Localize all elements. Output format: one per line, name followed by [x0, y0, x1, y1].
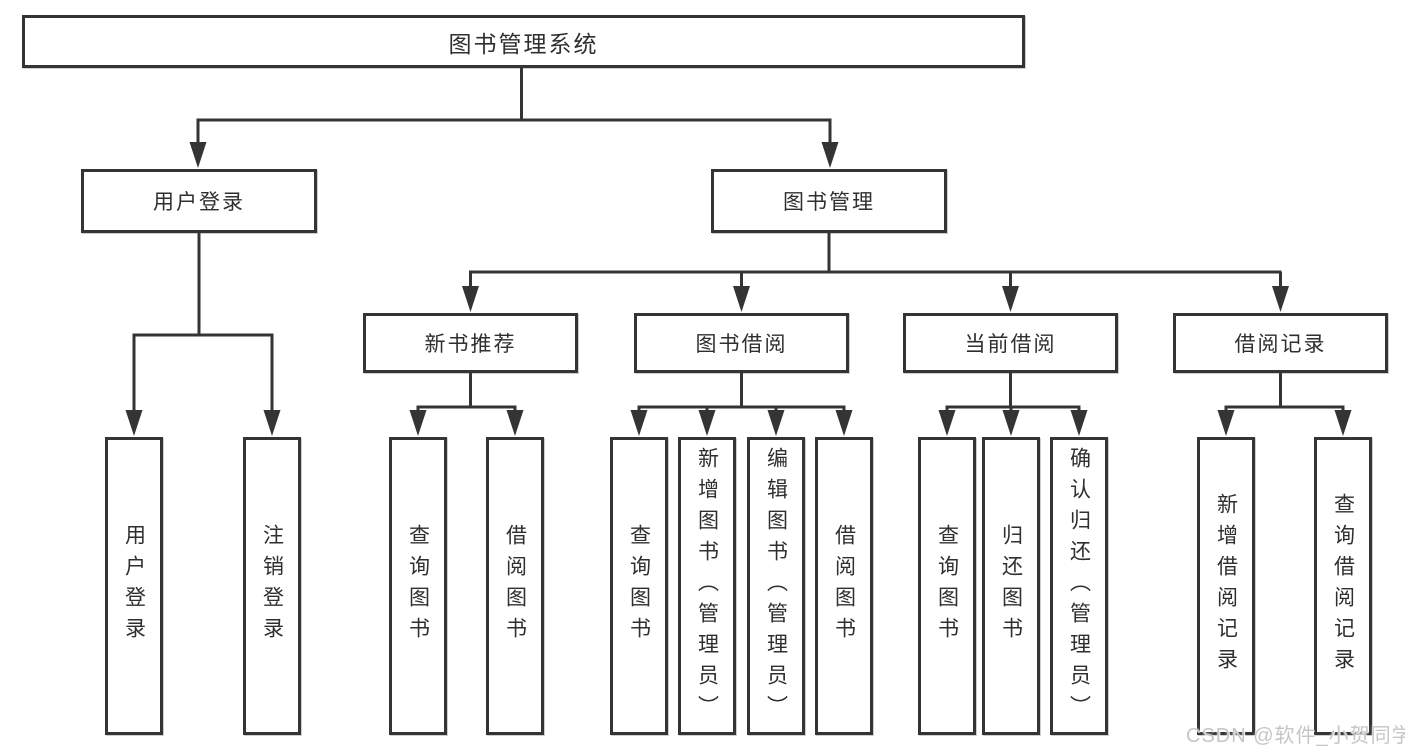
node-book-management: 图书管理 — [711, 169, 947, 233]
arrow-down-icon — [125, 410, 143, 436]
node-borrow-records: 借阅记录 — [1173, 313, 1388, 373]
arrow-down-icon — [506, 410, 524, 436]
node-label: 当前借阅 — [964, 333, 1057, 356]
arrow-down-icon — [1217, 410, 1235, 436]
node-label: 注销登录 — [260, 524, 284, 648]
leaf-borrow-borrow-book: 借阅图书 — [815, 437, 873, 735]
node-label: 查询图书 — [406, 524, 430, 648]
node-label: 查询图书 — [935, 524, 959, 648]
leaf-user-login: 用户登录 — [105, 437, 163, 735]
node-new-book-recommend: 新书推荐 — [363, 313, 578, 373]
leaf-current-query-book: 查询图书 — [918, 437, 976, 735]
node-label: 归还图书 — [999, 524, 1023, 648]
node-label: 确认归还（管理员） — [1067, 446, 1091, 726]
node-label: 图书借阅 — [695, 333, 788, 356]
connectors-bookborrow-group — [630, 373, 853, 436]
leaf-borrow-query-book: 查询图书 — [610, 437, 668, 735]
node-label: 用户登录 — [153, 191, 245, 214]
arrow-down-icon — [1334, 410, 1352, 436]
node-label: 借阅记录 — [1234, 333, 1327, 356]
connectors-userlogin-group — [125, 233, 281, 436]
node-book-borrow: 图书借阅 — [634, 313, 849, 373]
node-label: 查询图书 — [627, 524, 651, 648]
arrow-down-icon — [938, 410, 956, 436]
leaf-logout-login: 注销登录 — [243, 437, 301, 735]
arrow-down-icon — [821, 142, 839, 168]
leaf-newbook-borrow-book: 借阅图书 — [486, 437, 544, 735]
node-library-management-system: 图书管理系统 — [22, 15, 1025, 68]
arrow-down-icon — [767, 410, 785, 436]
arrow-down-icon — [698, 410, 716, 436]
leaf-records-add-record: 新增借阅记录 — [1197, 437, 1255, 735]
arrow-down-icon — [733, 286, 750, 312]
connectors-newbook-group — [409, 373, 524, 436]
leaf-borrow-edit-book-admin: 编辑图书（管理员） — [747, 437, 805, 735]
node-label: 借阅图书 — [503, 524, 527, 648]
arrow-down-icon — [1070, 410, 1088, 436]
arrow-down-icon — [835, 410, 853, 436]
connectors-borrowrecords-group — [1217, 373, 1352, 436]
connectors-bookmgmt-to-level3 — [462, 233, 1289, 312]
node-current-borrow: 当前借阅 — [903, 313, 1118, 373]
csdn-watermark: CSDN @软件_小贺同学 — [1186, 725, 1405, 747]
node-label: 新书推荐 — [424, 333, 517, 356]
arrow-down-icon — [630, 410, 648, 436]
node-label: 查询借阅记录 — [1331, 493, 1355, 679]
arrow-down-icon — [1002, 410, 1020, 436]
arrow-down-icon — [1002, 286, 1019, 312]
leaf-newbook-query-book: 查询图书 — [389, 437, 447, 735]
node-label: 图书管理 — [783, 191, 875, 214]
arrow-down-icon — [189, 142, 207, 168]
node-label: 图书管理系统 — [448, 30, 599, 57]
connectors-currentborrow-group — [938, 373, 1088, 436]
node-label: 新增图书（管理员） — [695, 446, 719, 726]
leaf-borrow-add-book-admin: 新增图书（管理员） — [678, 437, 736, 735]
arrow-down-icon — [263, 410, 281, 436]
arrow-down-icon — [462, 286, 479, 312]
node-user-login: 用户登录 — [81, 169, 317, 233]
node-label: 用户登录 — [122, 524, 146, 648]
leaf-current-confirm-return-admin: 确认归还（管理员） — [1050, 437, 1108, 735]
node-label: 新增借阅记录 — [1214, 493, 1238, 679]
connectors-root-to-level2 — [189, 68, 839, 168]
leaf-current-return-book: 归还图书 — [982, 437, 1040, 735]
node-label: 借阅图书 — [832, 524, 856, 648]
node-label: 编辑图书（管理员） — [764, 446, 788, 726]
leaf-records-query-record: 查询借阅记录 — [1314, 437, 1372, 735]
arrow-down-icon — [409, 410, 427, 436]
arrow-down-icon — [1272, 286, 1289, 312]
